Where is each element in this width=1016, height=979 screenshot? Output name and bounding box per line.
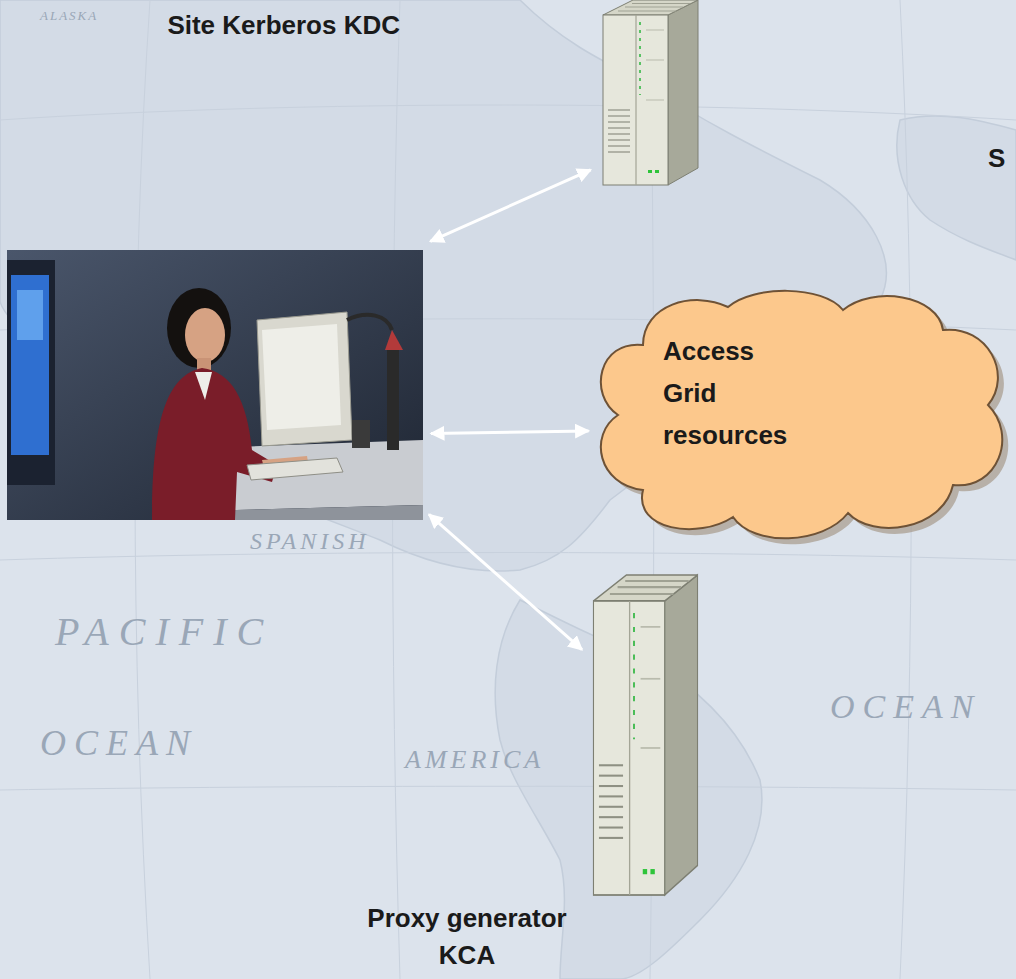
map-label: AMERICA [405, 745, 544, 775]
double-arrow [431, 431, 589, 434]
cropped-label: S [988, 143, 1005, 174]
server-icon [588, 575, 703, 895]
double-arrow [430, 170, 590, 242]
map-label: SPANISH [250, 528, 370, 555]
map-label: OCEAN [40, 722, 198, 764]
node-label: Site Kerberos KDC [167, 10, 400, 41]
double-arrow [429, 514, 582, 649]
cloud-node: Access Grid resources [588, 285, 1016, 550]
map-label: OCEAN [830, 688, 981, 726]
server-icon [598, 0, 703, 185]
user-photo [7, 250, 423, 520]
node-label: Access Grid resources [663, 330, 813, 456]
server-node: Proxy generator KCA [588, 575, 703, 895]
map-label: ALASKA [40, 8, 98, 24]
map-label: PACIFIC [55, 608, 273, 655]
server-node: Site Kerberos KDC [598, 0, 703, 185]
cloud-shape [588, 285, 1016, 550]
photo-node [7, 250, 423, 520]
node-label: Proxy generator KCA [337, 900, 597, 974]
